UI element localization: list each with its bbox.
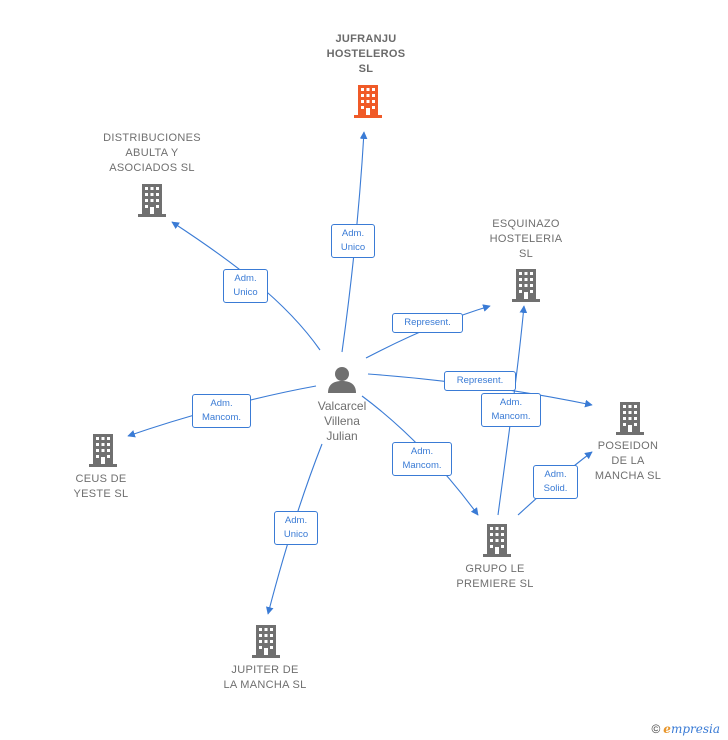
edge-label-esquinazo: Represent. — [392, 313, 463, 333]
edge-label-ceus: Adm. Mancom. — [192, 394, 251, 428]
person-label[interactable]: Valcarcel Villena Julian — [317, 399, 367, 443]
company-label-esquinazo[interactable]: ESQUINAZO HOSTELERIA SL — [489, 218, 563, 260]
brand-name: mpresia — [670, 722, 720, 736]
building-icon[interactable] — [616, 402, 644, 435]
building-icon[interactable] — [89, 434, 117, 467]
footer-brand[interactable]: ©empresia — [651, 722, 720, 736]
edge-label-grupo-poseidon: Adm. Solid. — [533, 465, 578, 499]
company-label-distribuciones[interactable]: DISTRIBUCIONES ABULTA Y ASOCIADOS SL — [103, 132, 201, 174]
edge-label-distribuciones: Adm. Unico — [223, 269, 268, 303]
building-icon[interactable] — [354, 85, 382, 118]
company-label-jufranju[interactable]: JUFRANJU HOSTELEROS SL — [326, 33, 406, 75]
edge-label-grupo: Adm. Mancom. — [392, 442, 452, 476]
company-label-poseidon[interactable]: POSEIDON DE LA MANCHA SL — [594, 440, 662, 482]
company-label-grupo[interactable]: GRUPO LE PREMIERE SL — [456, 563, 534, 590]
copyright-symbol: © — [651, 722, 661, 736]
person-icon[interactable] — [328, 367, 356, 393]
building-icon[interactable] — [252, 625, 280, 658]
building-icon[interactable] — [138, 184, 166, 217]
edge-label-poseidon: Represent. — [444, 371, 516, 391]
company-label-ceus[interactable]: CEUS DE YESTE SL — [73, 473, 129, 500]
building-icon[interactable] — [512, 269, 540, 302]
edge-label-jufranju: Adm. Unico — [331, 224, 375, 258]
edge-label-grupo-esquinazo: Adm. Mancom. — [481, 393, 541, 427]
brand-initial: e — [663, 722, 671, 736]
building-icon[interactable] — [483, 524, 511, 557]
company-label-jupiter[interactable]: JUPITER DE LA MANCHA SL — [223, 664, 307, 691]
edge-label-jupiter: Adm. Unico — [274, 511, 318, 545]
